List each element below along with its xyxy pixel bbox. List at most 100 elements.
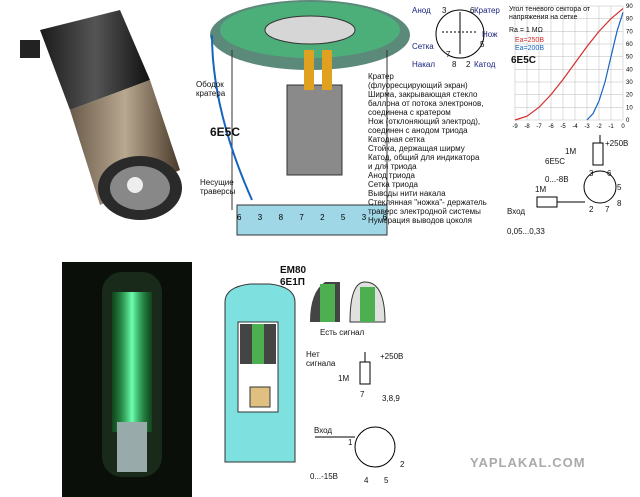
pin-number: 8 (452, 60, 457, 69)
cutaway-illustration (210, 0, 410, 236)
label-shield-2: баллона от потока электронов, (368, 99, 484, 108)
em80-pin: 1 (348, 438, 353, 447)
circuit-top-tube: 6Е5С (545, 157, 566, 166)
pin-number: 6 (382, 213, 387, 222)
pin-number: 7 (299, 213, 304, 222)
circuit-top-pin: 7 (605, 205, 610, 214)
tube-photo-glow-illustration (102, 272, 162, 477)
label-cathode-grid: Катодная сетка (368, 135, 425, 144)
input-label-top: Вход (507, 207, 526, 216)
em80-input: Вход (314, 426, 333, 435)
y-tick-label: 40 (626, 67, 633, 73)
pin-number: 2 (320, 213, 325, 222)
y-tick-label: 50 (626, 55, 633, 61)
chart-tube-name: 6Е5С (511, 55, 537, 66)
label-knife-2: соединен с анодом триода (368, 126, 468, 135)
label-cathode: Катод, общий для индикатора (368, 153, 480, 162)
pin-label-anode: Анод (412, 6, 431, 15)
series-line (586, 12, 624, 121)
label-supports: Несущие траверсы (200, 178, 236, 196)
em80-diagram: ЕМ80 6Е1П Есть сигнал Нет сигнала +250В … (210, 262, 440, 497)
pin-label-heater: Накал (412, 60, 436, 69)
label-shield-3: соединена с кратером (368, 108, 451, 117)
em80-pin: 3,8,9 (382, 394, 400, 403)
y-tick-label: 30 (626, 80, 633, 86)
x-tick-label: -3 (584, 124, 590, 130)
label-post: Стойка, держащая ширму (368, 144, 465, 153)
pin-label-knife: Нож (482, 30, 498, 39)
resistor-label-1: 1M (565, 147, 577, 156)
legend-series-1: Eа=250В (515, 37, 544, 44)
signal-yes: Есть сигнал (320, 328, 365, 337)
label-stem: Стеклянная "ножка"- держатель (368, 198, 487, 207)
x-tick-label: -5 (560, 124, 566, 130)
circuit-top-pin: 3 (589, 169, 594, 178)
resistor-label-2: 1М (535, 185, 547, 194)
circuit-top-pin: 8 (617, 199, 622, 208)
x-tick-label: -8 (524, 124, 530, 130)
em80-title: ЕМ80 (280, 265, 307, 276)
watermark: YAPLAKAL.COM (470, 455, 586, 470)
chart-title: Угол теневого сектора от напряжения на с… (509, 6, 591, 21)
circuit-top-illustration (536, 135, 617, 208)
circuit-top-pin: 6 (607, 169, 612, 178)
label-rim: Ободок кратера (196, 80, 226, 98)
x-tick-label: -9 (512, 124, 518, 130)
pin-number: 8 (278, 213, 284, 222)
pin-number: 6 (237, 213, 242, 222)
x-tick-label: -2 (596, 124, 602, 130)
tube-cutaway-diagram: Ободок кратера 6Е5С Несущие траверсы 6 3… (192, 0, 410, 240)
pin-number: 3 (257, 213, 263, 222)
pin-number: 5 (480, 40, 485, 49)
pin-number: 6 (470, 6, 475, 15)
x-tick-label: -4 (572, 124, 578, 130)
label-tube-name: 6Е5С (210, 125, 241, 139)
label-crater-sub: (флуоресцирующий экран) (368, 81, 468, 90)
y-tick-label: 60 (626, 42, 633, 48)
circuit-top: 6Е5С 1M +250В 1М Вход 0...-8В 0,05...0,3… (505, 135, 640, 240)
pinout-illustration (435, 9, 485, 59)
em80-pin: 7 (360, 390, 365, 399)
x-tick-label: 0 (621, 124, 625, 130)
label-grid: Сетка триода (368, 180, 418, 189)
y-tick-label: 80 (626, 17, 633, 23)
pin-number: 2 (466, 60, 471, 69)
series-line (514, 8, 624, 121)
pinout-diagram: Анод Кратер Нож Сетка Накал Катод 3 6 5 … (412, 2, 507, 72)
range-label-top: 0...-8В (545, 175, 569, 184)
x-tick-label: -7 (536, 124, 542, 130)
pin-number: 7 (446, 50, 451, 59)
em80-pin: 2 (400, 460, 405, 469)
signal-no: Нет сигнала (306, 350, 336, 368)
pin-label-cathode: Катод (474, 60, 496, 69)
pin-number: 3 (361, 213, 367, 222)
cap-label: 0,05...0,33 (507, 227, 545, 236)
label-stem-2: траверс электродной системы (368, 207, 481, 216)
em80-range: 0...-15В (310, 472, 339, 481)
circuit-top-pin: 5 (617, 183, 622, 192)
y-tick-label: 90 (626, 4, 633, 10)
label-pins: Нумерация выводов цоколя (368, 216, 472, 225)
y-tick-label: 10 (626, 105, 633, 111)
x-tick-label: -6 (548, 124, 554, 130)
em80-illustration (224, 281, 396, 468)
label-heater: Выводы нити накала (368, 189, 446, 198)
y-tick-label: 70 (626, 29, 633, 35)
em80-resistor: 1М (338, 374, 350, 383)
label-shield: Ширма, закрывающая стекло (368, 90, 478, 99)
label-anode: Анод триода (368, 171, 415, 180)
tube-photo-top (0, 0, 190, 235)
pin-number: 3 (442, 6, 447, 15)
label-knife: Нож (отклоняющий электрод), (368, 117, 481, 126)
x-tick-label: -1 (608, 124, 614, 130)
label-crater: Кратер (368, 72, 394, 81)
em80-pin: 5 (384, 476, 389, 485)
pin-numbers: 6 3 8 7 2 5 3 6 (237, 213, 387, 222)
pin-label-crater: Кратер (474, 6, 500, 15)
tube-photo-top-illustration (20, 10, 182, 220)
chart-annotation: Rа = 1 МΩ (509, 27, 543, 34)
em80-pin: 4 (364, 476, 369, 485)
pin-number: 5 (340, 213, 346, 222)
